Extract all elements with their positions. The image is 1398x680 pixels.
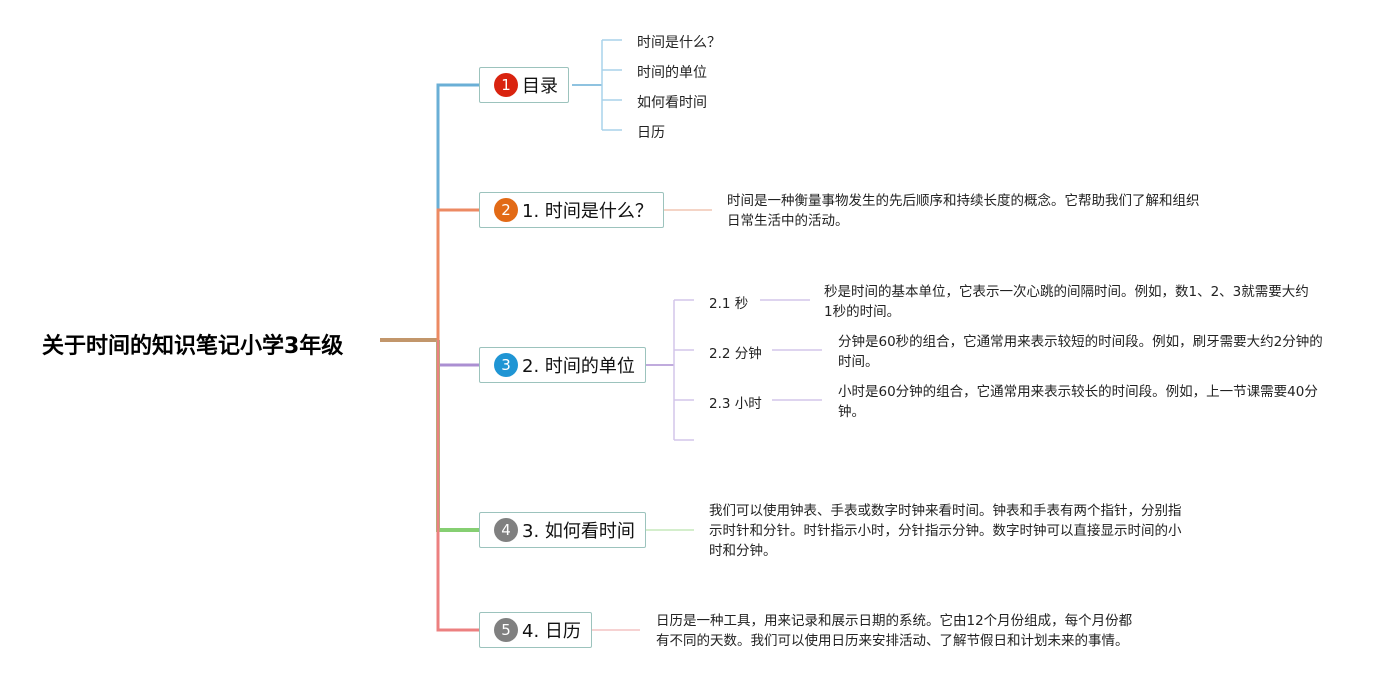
minute-description[interactable]: 分钟是60秒的组合，它通常用来表示较短的时间段。例如，刷牙需要大约2分钟的 时间… — [838, 332, 1323, 372]
subtopic-second[interactable]: 2.1 秒 — [709, 296, 749, 312]
topic-calendar[interactable]: 5 4. 日历 — [479, 612, 592, 648]
number-badge-5: 5 — [494, 618, 518, 642]
second-description[interactable]: 秒是时间的基本单位，它表示一次心跳的间隔时间。例如，数1、2、3就需要大约 1秒… — [824, 282, 1309, 322]
topic-label: 3. 如何看时间 — [522, 521, 635, 542]
hour-description[interactable]: 小时是60分钟的组合，它通常用来表示较长的时间段。例如，上一节课需要40分 钟。 — [838, 382, 1318, 422]
toc-item-what-is-time[interactable]: 时间是什么？ — [637, 35, 721, 51]
description-line: 钟。 — [838, 404, 865, 420]
number-badge-1: 1 — [494, 73, 518, 97]
toc-item-how-to-read-time[interactable]: 如何看时间 — [637, 95, 707, 111]
how-to-read-time-description[interactable]: 我们可以使用钟表、手表或数字时钟来看时间。钟表和手表有两个指针，分别指 示时针和… — [709, 501, 1182, 561]
description-line: 日历是一种工具，用来记录和展示日期的系统。它由12个月份组成，每个月份都 — [656, 613, 1133, 629]
description-line: 时和分钟。 — [709, 543, 777, 559]
description-line: 小时是60分钟的组合，它通常用来表示较长的时间段。例如，上一节课需要40分 — [838, 384, 1318, 400]
topic-label: 1. 时间是什么？ — [522, 201, 653, 222]
number-badge-3: 3 — [494, 353, 518, 377]
topic-label: 目录 — [522, 76, 558, 97]
toc-item-calendar[interactable]: 日历 — [637, 125, 665, 141]
description-line: 秒是时间的基本单位，它表示一次心跳的间隔时间。例如，数1、2、3就需要大约 — [824, 284, 1309, 300]
description-line: 我们可以使用钟表、手表或数字时钟来看时间。钟表和手表有两个指针，分别指 — [709, 503, 1182, 519]
number-badge-2: 2 — [494, 198, 518, 222]
description-line: 分钟是60秒的组合，它通常用来表示较短的时间段。例如，刷牙需要大约2分钟的 — [838, 334, 1323, 350]
subtopic-hour[interactable]: 2.3 小时 — [709, 396, 762, 412]
description-line: 1秒的时间。 — [824, 304, 901, 320]
topic-what-is-time[interactable]: 2 1. 时间是什么？ — [479, 192, 664, 228]
calendar-description[interactable]: 日历是一种工具，用来记录和展示日期的系统。它由12个月份组成，每个月份都 有不同… — [656, 611, 1132, 651]
toc-item-time-units[interactable]: 时间的单位 — [637, 65, 707, 81]
topic-table-of-contents[interactable]: 1 目录 — [479, 67, 569, 103]
topic-label: 2. 时间的单位 — [522, 356, 635, 377]
root-topic[interactable]: 关于时间的知识笔记小学3年级 — [42, 334, 344, 359]
description-line: 示时针和分针。时针指示小时，分针指示分钟。数字时钟可以直接显示时间的小 — [709, 523, 1182, 539]
description-line: 时间。 — [838, 354, 879, 370]
description-line: 时间是一种衡量事物发生的先后顺序和持续长度的概念。它帮助我们了解和组织 — [727, 193, 1200, 209]
subtopic-minute[interactable]: 2.2 分钟 — [709, 346, 762, 362]
number-badge-4: 4 — [494, 518, 518, 542]
description-line: 有不同的天数。我们可以使用日历来安排活动、了解节假日和计划未来的事情。 — [656, 633, 1129, 649]
what-is-time-description[interactable]: 时间是一种衡量事物发生的先后顺序和持续长度的概念。它帮助我们了解和组织 日常生活… — [727, 191, 1200, 231]
topic-how-to-read-time[interactable]: 4 3. 如何看时间 — [479, 512, 646, 548]
description-line: 日常生活中的活动。 — [727, 213, 849, 229]
topic-label: 4. 日历 — [522, 621, 581, 642]
topic-time-units[interactable]: 3 2. 时间的单位 — [479, 347, 646, 383]
